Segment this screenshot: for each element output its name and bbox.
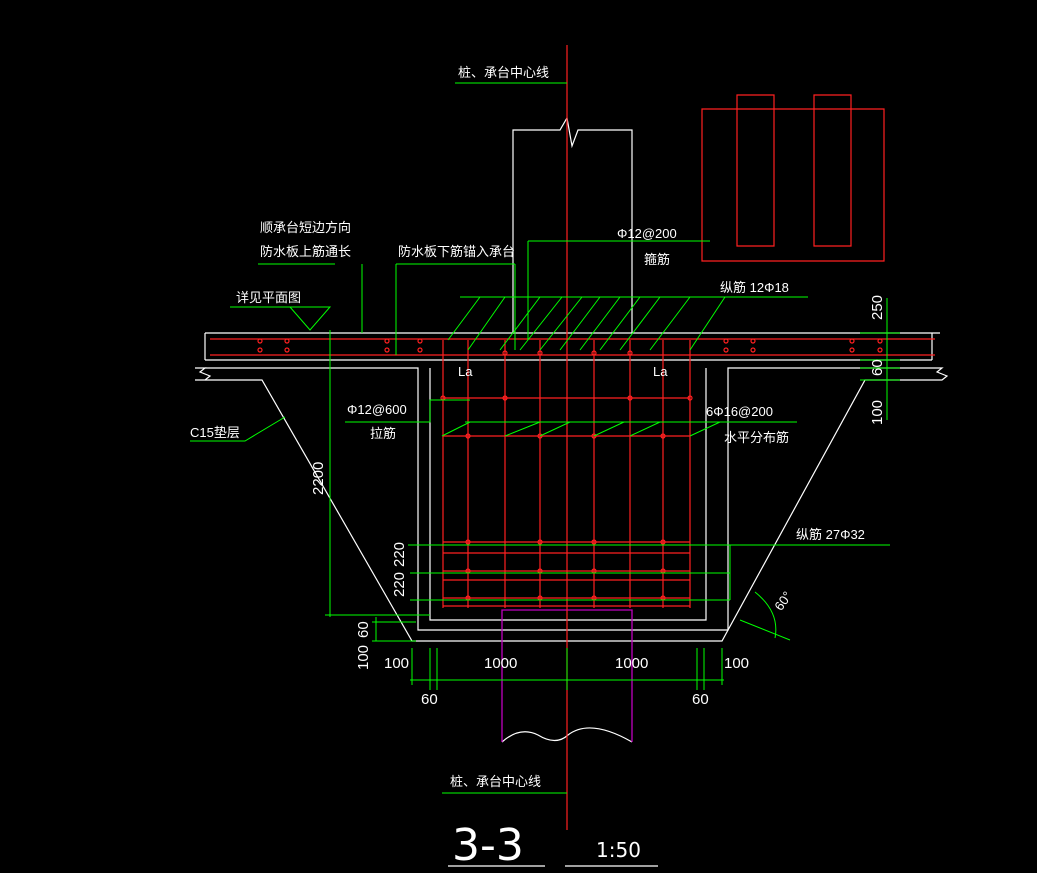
la-left-label: La (458, 364, 473, 379)
dim-60-right: 60 (869, 359, 886, 376)
angle-label: 60° (771, 589, 795, 614)
dim-60-left: 60 (355, 621, 372, 638)
centerline-bottom-label: 桩、承台中心线 (450, 774, 541, 789)
dim-250: 250 (869, 295, 886, 320)
long-bar-bottom-label: 纵筋 27Φ32 (796, 527, 865, 542)
horiz-name: 水平分布筋 (724, 430, 789, 445)
short-edge-line1: 顺承台短边方向 (260, 220, 351, 235)
stirrup-name: 箍筋 (644, 252, 670, 267)
dim-1000-right: 1000 (615, 655, 648, 672)
stirrup-spec: Φ12@200 (617, 226, 677, 241)
dim-220b: 220 (391, 572, 408, 597)
anchor-note: 防水板下筋锚入承台 (398, 244, 515, 259)
dim-100-left-v: 100 (355, 645, 372, 670)
leader-lines (190, 82, 900, 794)
dim-100-right: 100 (869, 400, 886, 425)
dim-60-bl: 60 (421, 691, 438, 708)
short-edge-line2: 防水板上筋通长 (260, 244, 351, 259)
tie-spec: Φ12@600 (347, 402, 407, 417)
cushion-label: C15垫层 (190, 425, 240, 440)
la-right-label: La (653, 364, 668, 379)
annotations: 桩、承台中心线 桩、承台中心线 顺承台短边方向 防水板上筋通长 防水板下筋锚入承… (190, 65, 886, 871)
dim-60-br: 60 (692, 691, 709, 708)
tie-name: 拉筋 (370, 426, 396, 441)
dim-2200: 2200 (310, 462, 327, 495)
dim-100-right-h: 100 (724, 655, 749, 672)
section-title: 3-3 (452, 820, 524, 871)
concrete-outline (195, 116, 949, 867)
centerline-top-label: 桩、承台中心线 (458, 65, 549, 80)
dim-100-left: 100 (384, 655, 409, 672)
dim-1000-left: 1000 (484, 655, 517, 672)
scale-label: 1:50 (596, 838, 641, 862)
long-bar-top-label: 纵筋 12Φ18 (720, 280, 789, 295)
rebar-cage (210, 45, 935, 830)
dim-220a: 220 (391, 542, 408, 567)
horiz-spec: 6Φ16@200 (706, 404, 773, 419)
see-plan-label: 详见平面图 (236, 290, 301, 305)
